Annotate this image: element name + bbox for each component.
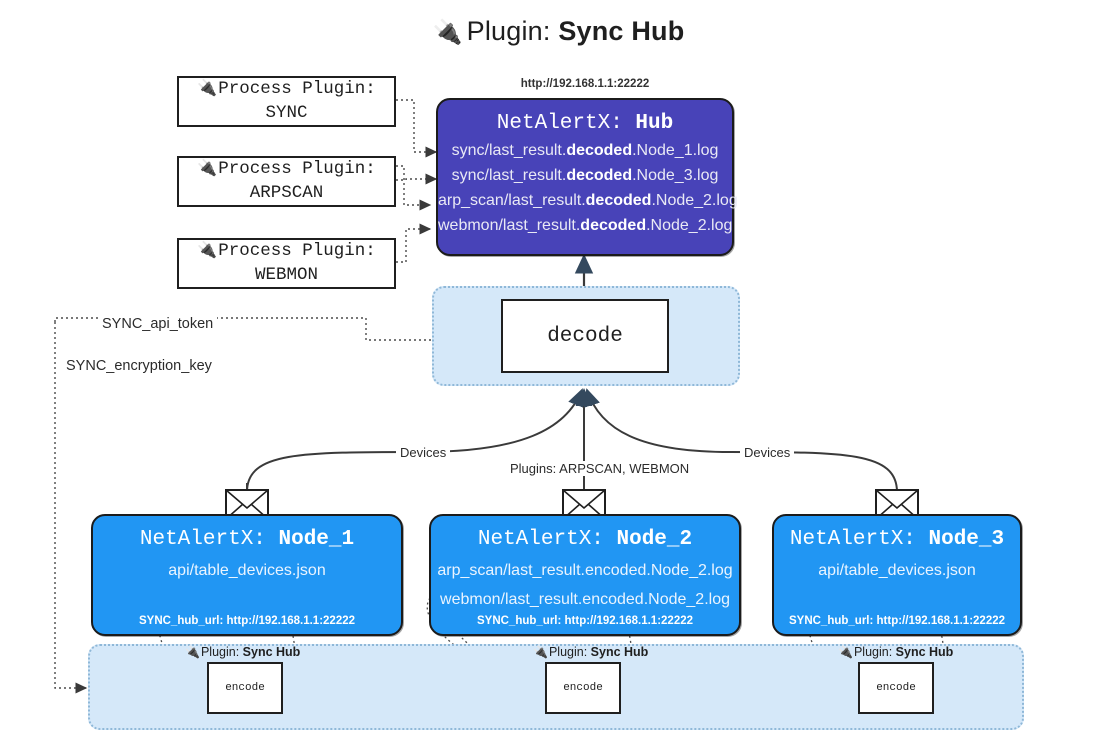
- decode-box[interactable]: decode: [501, 299, 669, 373]
- process-plugin-line2: ARPSCAN: [249, 183, 324, 203]
- encode-label: encode: [563, 682, 603, 694]
- process-plugin-line1: Process Plugin:: [218, 159, 376, 180]
- node-line: webmon/last_result.encoded.Node_2.log: [440, 591, 730, 608]
- hub-url-label: http://192.168.1.1:22222: [520, 78, 650, 90]
- hub-log-line: arp_scan/last_result.decoded.Node_2.log: [438, 192, 738, 209]
- sync-encryption-key-label: SYNC_encryption_key: [62, 358, 216, 374]
- node-footer: SYNC_hub_url: http://192.168.1.1:22222: [788, 615, 1006, 627]
- process-plugin-box-sync[interactable]: 🔌Process Plugin: SYNC: [177, 76, 396, 127]
- plug-icon: 🔌: [185, 645, 200, 659]
- node-line: arp_scan/last_result.encoded.Node_2.log: [437, 562, 733, 579]
- plug-icon: 🔌: [197, 240, 218, 260]
- encode-box-1[interactable]: encode: [207, 662, 283, 714]
- process-plugin-line2: WEBMON: [254, 265, 318, 285]
- page-title-name: Sync Hub: [558, 16, 685, 46]
- process-plugin-box-webmon[interactable]: 🔌Process Plugin: WEBMON: [177, 238, 396, 289]
- plug-icon: 🔌: [197, 78, 218, 98]
- node-line: api/table_devices.json: [168, 562, 326, 579]
- hub-title: NetAlertX: Hub: [496, 112, 674, 135]
- node-title: NetAlertX: Node_1: [139, 528, 355, 551]
- node-line: api/table_devices.json: [818, 562, 976, 579]
- edge-label-plugins: Plugins: ARPSCAN, WEBMON: [506, 461, 694, 476]
- node-title: NetAlertX: Node_2: [477, 528, 693, 551]
- node-box-1[interactable]: NetAlertX: Node_1 api/table_devices.json…: [91, 514, 403, 636]
- process-plugin-line2: SYNC: [265, 103, 308, 123]
- encode-label: encode: [225, 682, 265, 694]
- decode-label: decode: [547, 324, 623, 348]
- process-plugin-line1: Process Plugin:: [218, 79, 376, 100]
- encode-box-2[interactable]: encode: [545, 662, 621, 714]
- process-plugin-box-arpscan[interactable]: 🔌Process Plugin: ARPSCAN: [177, 156, 396, 207]
- plug-icon: 🔌: [432, 19, 463, 46]
- node-box-3[interactable]: NetAlertX: Node_3 api/table_devices.json…: [772, 514, 1022, 636]
- sync-api-token-label: SYNC_api_token: [98, 316, 218, 332]
- plug-icon: 🔌: [197, 158, 218, 178]
- page-title-prefix: Plugin:: [466, 16, 559, 46]
- hub-log-line: webmon/last_result.decoded.Node_2.log: [438, 217, 733, 234]
- edge-label-devices-right: Devices: [740, 445, 795, 460]
- page-title: 🔌Plugin: Sync Hub: [0, 16, 1117, 47]
- node-title: NetAlertX: Node_3: [789, 528, 1005, 551]
- hub-node[interactable]: NetAlertX: Hub sync/last_result.decoded.…: [436, 98, 738, 256]
- plug-icon: 🔌: [838, 645, 853, 659]
- encoder-plugin-label-2: 🔌Plugin: Sync Hub: [533, 645, 649, 659]
- encode-label: encode: [876, 682, 916, 694]
- plug-icon: 🔌: [533, 645, 548, 659]
- encode-box-3[interactable]: encode: [858, 662, 934, 714]
- encoder-plugin-label-3: 🔌Plugin: Sync Hub: [838, 645, 954, 659]
- process-plugin-line1: Process Plugin:: [218, 241, 376, 262]
- encoder-plugin-label-1: 🔌Plugin: Sync Hub: [185, 645, 301, 659]
- node-footer: SYNC_hub_url: http://192.168.1.1:22222: [138, 615, 356, 627]
- edge-label-devices-left: Devices: [396, 445, 451, 460]
- hub-log-line: sync/last_result.decoded.Node_1.log: [451, 142, 719, 159]
- node-box-2[interactable]: NetAlertX: Node_2 arp_scan/last_result.e…: [429, 514, 741, 636]
- hub-log-line: sync/last_result.decoded.Node_3.log: [451, 167, 719, 184]
- node-footer: SYNC_hub_url: http://192.168.1.1:22222: [476, 615, 694, 627]
